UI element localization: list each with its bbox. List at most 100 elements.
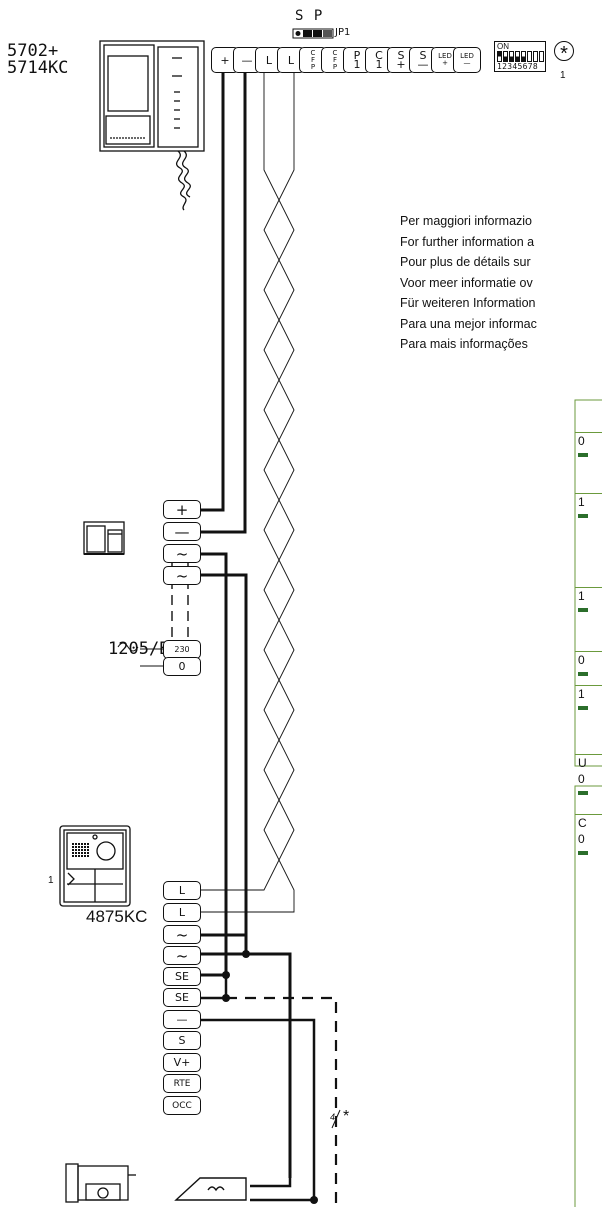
terminal-label: ~	[175, 946, 189, 965]
dip-on-label: ON	[497, 42, 509, 51]
junction-dots	[222, 950, 318, 1204]
ac-mains-symbol	[117, 642, 139, 652]
monitor-device-illustration	[99, 40, 205, 211]
monitor-terminal-led-minus: LED —	[453, 47, 481, 73]
note-line-spanish: Para una mejor informac	[400, 316, 537, 331]
jumper-pin-labels: S P	[295, 8, 324, 24]
terminal-label: C 1	[375, 49, 383, 71]
terminal-label: L	[178, 884, 186, 897]
switch-icon	[578, 791, 588, 795]
psu-terminal-minus: —	[163, 522, 201, 541]
asterisk-badge: *	[554, 41, 574, 65]
terminal-label: C F P	[332, 48, 338, 71]
terminal-label: L	[178, 906, 186, 919]
jumper-name: JP1	[335, 27, 351, 38]
settings-row-value: U 0	[578, 756, 587, 786]
switch-icon	[578, 453, 588, 457]
settings-row: C 0	[575, 814, 602, 864]
dip-note: 1	[560, 70, 566, 81]
settings-row-value: C 0	[578, 816, 587, 846]
psu-terminal-ac1: ~	[163, 544, 201, 563]
note-line-portuguese: Para mais informações	[400, 337, 528, 351]
settings-row: 1	[575, 685, 602, 751]
settings-row-value: 1	[578, 495, 585, 509]
terminal-label: —	[174, 522, 190, 541]
settings-row-value: 1	[578, 589, 585, 603]
optional-lock-wire	[226, 996, 338, 1204]
dip-switch: ON 12345678	[494, 41, 546, 72]
lock-wire-count: 4	[330, 1112, 336, 1122]
note-line-english: For further information a	[400, 234, 535, 249]
panel-terminal-rte: RTE	[163, 1074, 201, 1093]
panel-terminal-minus: —	[163, 1010, 201, 1029]
panel-terminal-vplus: V+	[163, 1053, 201, 1072]
power-supply-illustration	[83, 521, 125, 555]
terminal-label: RTE	[173, 1078, 191, 1089]
entrance-panel-illustration	[59, 825, 131, 907]
note-line-dutch: Voor meer informatie ov	[400, 275, 533, 290]
settings-row: 1	[575, 493, 602, 546]
settings-row-value: 0	[578, 434, 585, 448]
door-lock-illustration	[65, 1163, 136, 1203]
terminal-label: +	[175, 500, 189, 519]
terminal-label: +	[220, 53, 230, 67]
settings-row: 0	[575, 651, 602, 691]
dip-switch-levers	[497, 51, 544, 62]
terminal-label: S	[178, 1034, 186, 1047]
settings-row: 1	[575, 587, 602, 630]
speaker-grille	[72, 842, 90, 858]
terminal-label: ~	[175, 544, 189, 563]
terminal-label: OCC	[172, 1100, 192, 1111]
settings-row: 0	[575, 432, 602, 485]
twisted-pair-lines	[180, 73, 295, 913]
settings-table-frame	[574, 399, 602, 1207]
psu-terminal-0: 0	[163, 657, 201, 676]
panel-model-label: 4875KC	[86, 907, 148, 926]
panel-terminal-occ: OCC	[163, 1096, 201, 1115]
panel-terminal-l2: L	[163, 903, 201, 922]
panel-terminal-s: S	[163, 1031, 201, 1050]
terminal-label: V+	[173, 1056, 191, 1069]
terminal-label: —	[241, 53, 253, 67]
terminal-label: ~	[175, 925, 189, 944]
terminal-label: P 1	[353, 49, 361, 71]
terminal-label: ~	[175, 566, 189, 585]
panel-terminal-se2: SE	[163, 988, 201, 1007]
panel-terminal-ac1: ~	[163, 925, 201, 944]
terminal-label: S +	[396, 49, 406, 71]
terminal-label: L	[287, 53, 295, 67]
terminal-label: LED +	[438, 52, 452, 67]
psu-terminal-ac2: ~	[163, 566, 201, 585]
lock-wire-asterisk: *	[343, 1108, 350, 1125]
terminal-label: 230	[174, 645, 190, 654]
note-line-french: Pour plus de détails sur	[400, 255, 531, 269]
terminal-label: —	[176, 1013, 188, 1026]
monitor-model-label: 5702+ 5714KC	[7, 41, 69, 78]
note-line-italian: Per maggiori informazio	[400, 214, 532, 228]
settings-row-value: 0	[578, 653, 585, 667]
psu-terminal-plus: +	[163, 500, 201, 519]
terminal-label: L	[265, 53, 273, 67]
settings-row: U 0	[575, 754, 602, 810]
switch-icon	[578, 851, 588, 855]
panel-terminal-ac2: ~	[163, 946, 201, 965]
lock-contact	[174, 1177, 247, 1201]
terminal-label: S —	[417, 49, 429, 71]
panel-terminal-se1: SE	[163, 967, 201, 986]
terminal-label: SE	[175, 970, 189, 983]
asterisk-symbol: *	[560, 43, 568, 65]
terminal-label: 0	[178, 660, 186, 673]
multilingual-notes: Per maggiori informazio For further info…	[400, 211, 602, 355]
switch-icon	[578, 514, 588, 518]
terminal-label: SE	[175, 991, 189, 1004]
switch-icon	[578, 672, 588, 676]
psu-model-label: 1205/B	[108, 639, 170, 659]
terminal-label: LED —	[460, 52, 474, 67]
note-line-german: Für weiteren Information	[400, 296, 536, 310]
dip-numbers: 12345678	[497, 62, 538, 71]
jumper-block	[292, 28, 334, 39]
terminal-label: C F P	[310, 48, 316, 71]
panel-note-label: 1	[48, 875, 54, 886]
switch-icon	[578, 706, 588, 710]
